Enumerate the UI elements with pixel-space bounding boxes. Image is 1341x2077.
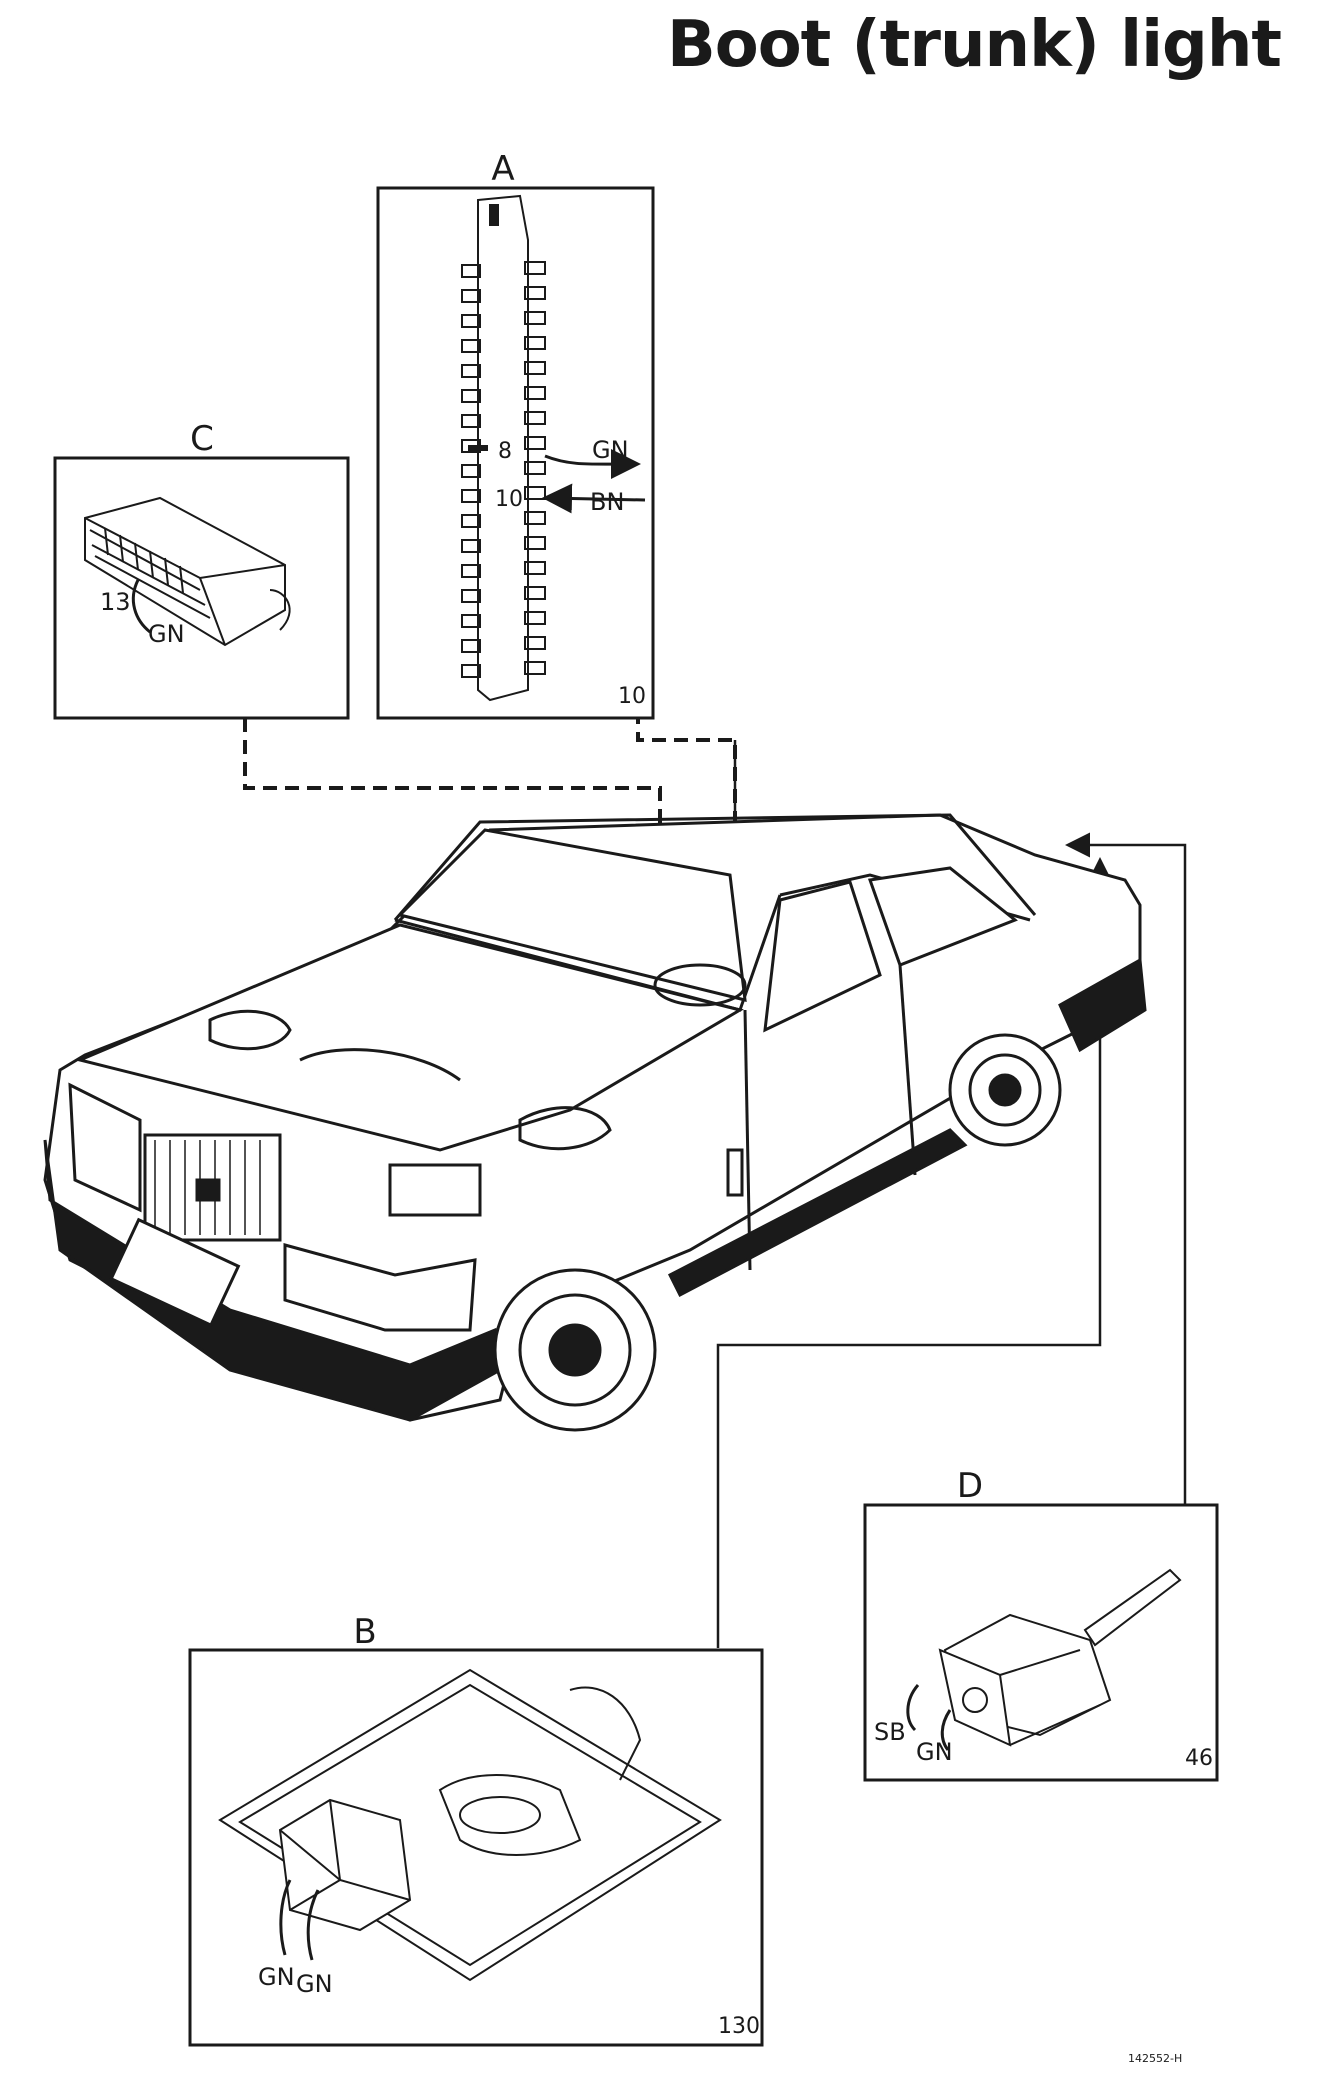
fuse-strip-a bbox=[461, 194, 646, 702]
strip-terminals bbox=[461, 261, 546, 678]
door-switch-d bbox=[906, 1568, 1182, 1751]
wire-gn-label-b-left: GN bbox=[258, 1963, 295, 1991]
wire-sb bbox=[906, 1684, 920, 1732]
panel-c-letter: C bbox=[190, 419, 214, 459]
pin-13-label: 13 bbox=[100, 588, 131, 616]
pin-8-label: 8 bbox=[498, 439, 512, 464]
front-door-window bbox=[763, 880, 882, 1033]
pin-10-label: 10 bbox=[495, 487, 523, 512]
panel-a: A 8 10 GN BN 10 bbox=[376, 149, 655, 720]
car-illustration bbox=[43, 813, 1147, 1432]
connector-c bbox=[84, 496, 291, 647]
panel-a-letter: A bbox=[491, 149, 514, 189]
wire-gn-label-d: GN bbox=[916, 1738, 953, 1766]
panel-b-letter: B bbox=[353, 1612, 376, 1652]
wire-bn-in bbox=[542, 483, 646, 514]
right-headlight bbox=[283, 1243, 477, 1332]
left-headlight bbox=[68, 1082, 142, 1213]
wire-b-right bbox=[306, 1889, 320, 1961]
panel-a-number: 10 bbox=[618, 684, 646, 709]
bulb bbox=[459, 1796, 541, 1834]
wire-d-to-car bbox=[1065, 832, 1187, 1505]
panel-b-number: 130 bbox=[718, 2014, 760, 2039]
battery bbox=[388, 1163, 482, 1217]
wire-c bbox=[131, 579, 151, 634]
panel-d-letter: D bbox=[957, 1466, 983, 1506]
wire-gn-label-a: GN bbox=[592, 436, 629, 464]
panel-d: D SB GN 46 bbox=[863, 1466, 1219, 1782]
license-plate bbox=[109, 1217, 241, 1328]
rear-bumper bbox=[1058, 957, 1147, 1053]
door-pillar-connector bbox=[726, 1148, 744, 1197]
wire-gn-label-b-right: GN bbox=[296, 1970, 333, 1998]
reference-code: 142552-H bbox=[1128, 2052, 1182, 2065]
page-title: Boot (trunk) light bbox=[666, 8, 1282, 82]
boot-light-b bbox=[218, 1668, 722, 1982]
wire-b-left bbox=[279, 1879, 292, 1956]
panel-d-number: 46 bbox=[1185, 1746, 1213, 1771]
wire-gn-d bbox=[940, 1709, 952, 1751]
wire-b-to-car bbox=[716, 857, 1113, 1648]
wire-sb-label: SB bbox=[874, 1718, 906, 1746]
wire-bn-label-a: BN bbox=[590, 488, 624, 516]
rear-door-window bbox=[867, 866, 1018, 967]
panel-b: B GN GN 130 bbox=[188, 1612, 764, 2047]
wire-gn-label-c: GN bbox=[148, 620, 185, 648]
panel-c: C 13 GN bbox=[53, 419, 350, 720]
wire-gn-out bbox=[544, 449, 641, 480]
